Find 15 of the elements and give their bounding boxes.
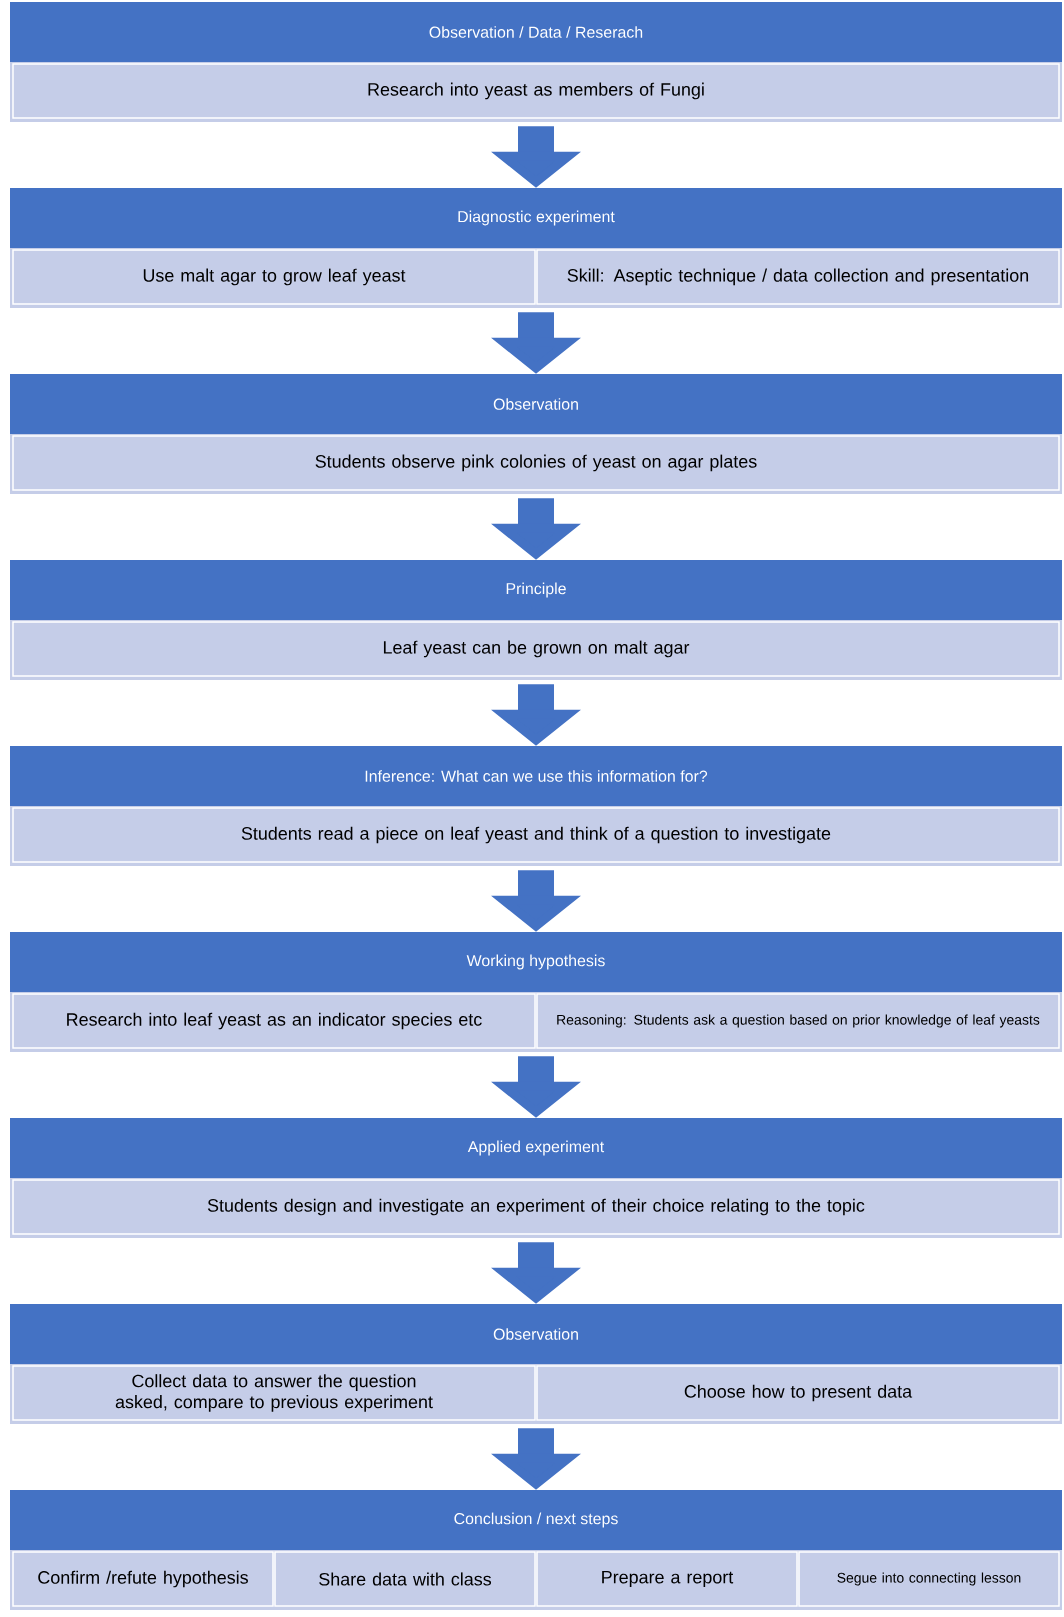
text-cell: Use malt agar to grow leaf yeast <box>12 249 536 305</box>
text-cell: Students design and investigate an experiment of their choice relating to the topic <box>12 1179 1060 1235</box>
text-cell: Reasoning: Students ask a question based on prior knowledge of leaf yeasts <box>536 993 1060 1049</box>
text-cell: Choose how to present data <box>536 1365 1060 1421</box>
text-cell: Confirm /refute hypothesis <box>12 1551 274 1607</box>
text-cell: Research into leaf yeast as an indicator species etc <box>12 993 536 1049</box>
text-cell: Prepare a report <box>536 1551 798 1607</box>
text-cell: Students read a piece on leaf yeast and think of a question to investigate <box>12 807 1060 863</box>
text-cell: Research into yeast as members of Fungi <box>12 63 1060 119</box>
text-cell: Skill: Aseptic technique / data collection and presentation <box>536 249 1060 305</box>
text-cell: Leaf yeast can be grown on malt agar <box>12 621 1060 677</box>
text-cell: Share data with class <box>274 1551 536 1607</box>
text-cell: Segue into connecting lesson <box>798 1551 1060 1607</box>
text-cell: Collect data to answer the question asked, compare to previous experiment <box>12 1365 536 1421</box>
text-cell: Students observe pink colonies of yeast on agar plates <box>12 435 1060 491</box>
